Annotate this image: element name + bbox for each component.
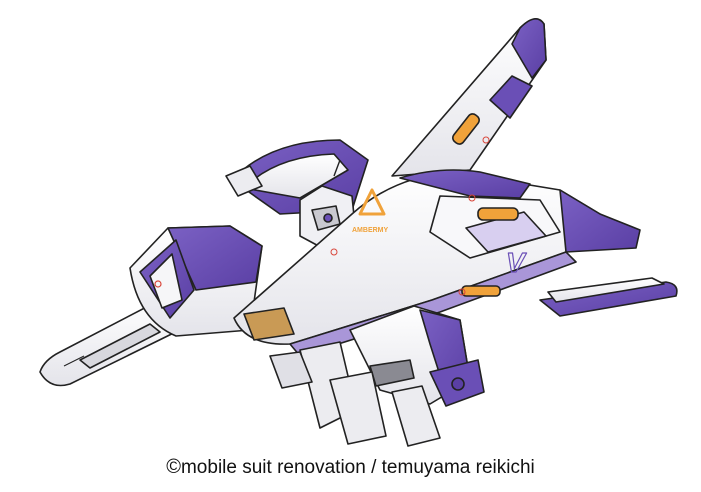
v-logo: V (506, 247, 527, 278)
credit-text: mobile suit renovation / temuyama reikic… (180, 457, 535, 478)
emblem: AMBERMY (352, 188, 388, 234)
right-forward-wing (539, 277, 678, 317)
upper-wing (391, 18, 547, 177)
copyright-symbol: © (166, 456, 181, 478)
emblem-text: AMBERMY (352, 227, 388, 234)
copyright-credit: ©mobile suit renovation / temuyama reiki… (0, 456, 701, 479)
lower-thrusters (269, 305, 485, 447)
caution-markings (330, 136, 490, 296)
mecha-fighter-illustration: AMBERMY V (39, 18, 678, 447)
left-body (129, 225, 263, 337)
